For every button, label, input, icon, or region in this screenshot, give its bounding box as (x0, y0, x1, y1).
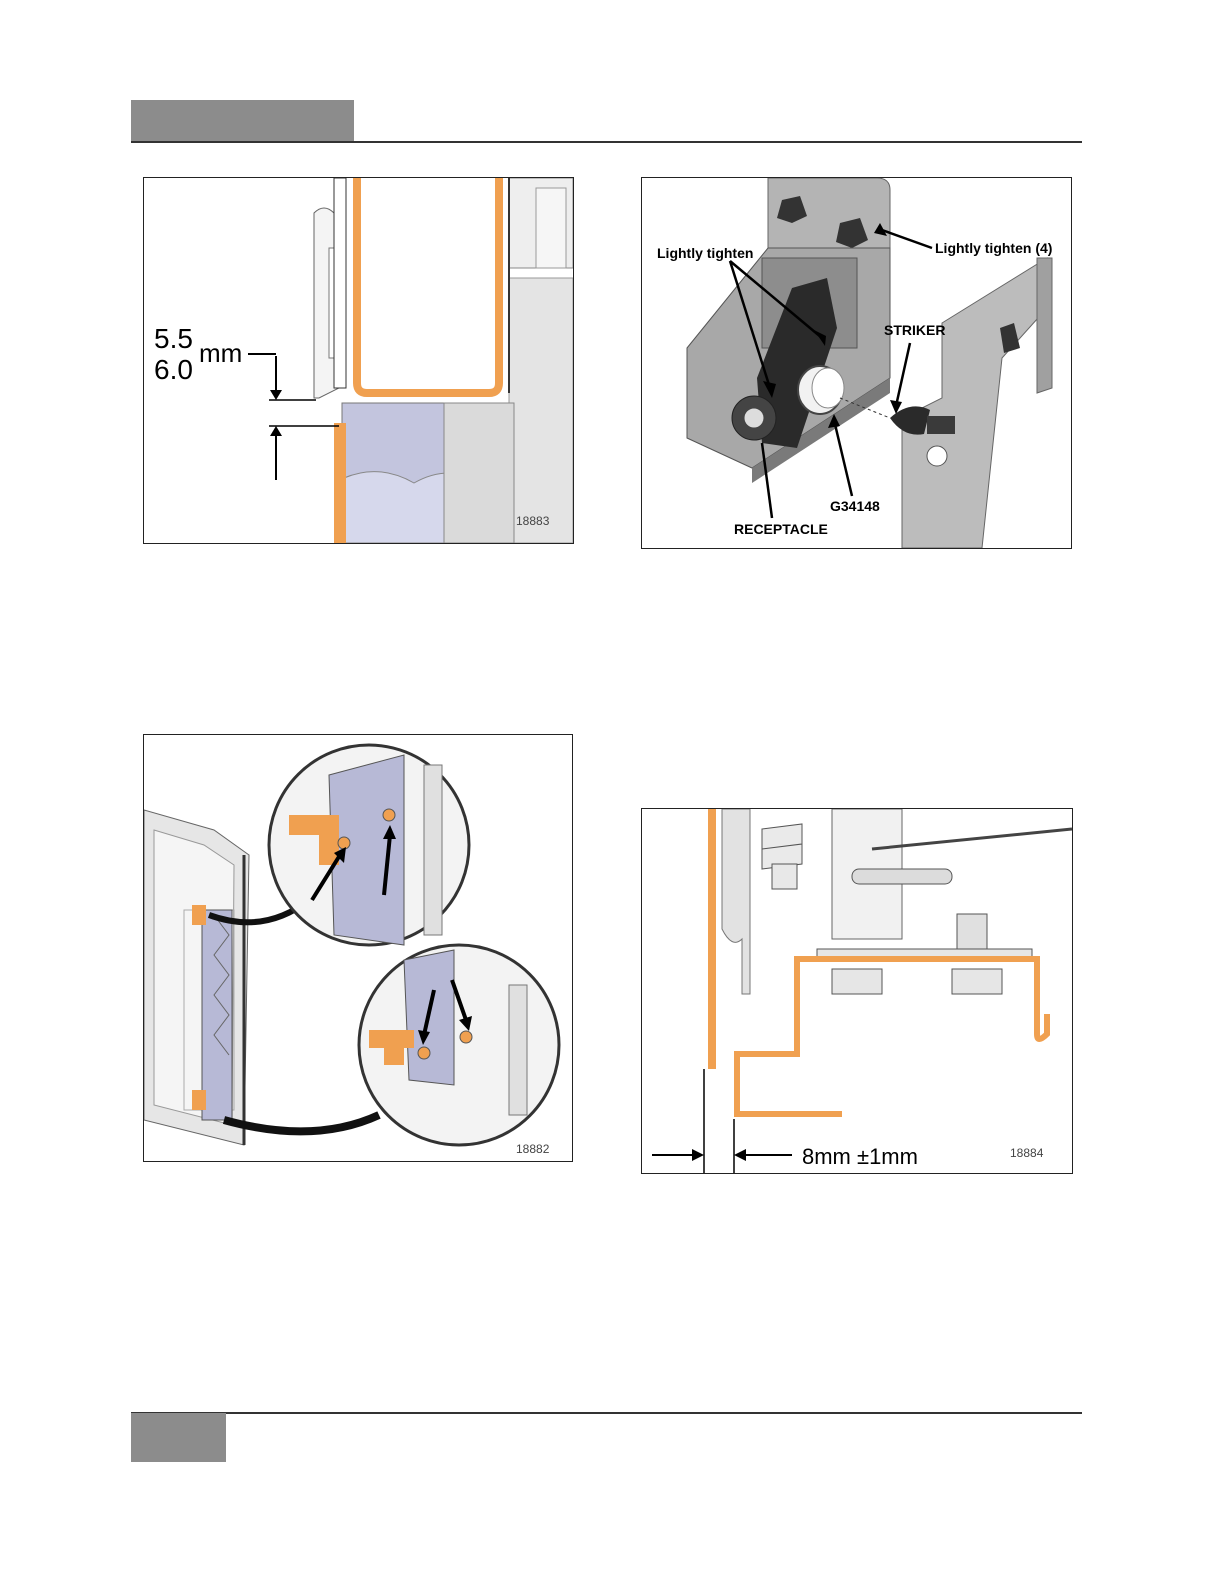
figure-18883: 5.5 6.0 mm 18883 (143, 177, 574, 544)
header-tab (131, 100, 354, 142)
figure-18884: 8mm ±1mm 18884 (641, 808, 1073, 1174)
figure-receptacle-striker: Lightly tighten Lightly tighten (4) STRI… (641, 177, 1072, 549)
label-lightly-tighten: Lightly tighten (657, 245, 753, 261)
header-rule (131, 141, 1082, 143)
figure-number: 18882 (516, 1142, 550, 1156)
figure-number: 18883 (516, 514, 550, 528)
footer-tab (131, 1413, 226, 1462)
figure-18884-drawing: 8mm ±1mm 18884 (642, 809, 1072, 1173)
figure-18883-drawing: 5.5 6.0 mm 18883 (144, 178, 573, 543)
figure-18882-drawing: 18882 (144, 735, 572, 1161)
label-lightly-tighten-4: Lightly tighten (4) (935, 240, 1052, 256)
dim-unit: mm (199, 338, 242, 368)
footer-rule (131, 1412, 1082, 1414)
dim-value-bottom: 6.0 (154, 354, 193, 385)
label-striker: STRIKER (884, 322, 945, 338)
figure-18882: 18882 (143, 734, 573, 1162)
label-receptacle: RECEPTACLE (734, 521, 828, 537)
dim-value-top: 5.5 (154, 323, 193, 354)
figure-number: 18884 (1010, 1146, 1044, 1160)
dimension-label: 8mm ±1mm (802, 1144, 918, 1169)
label-part-number: G34148 (830, 498, 880, 514)
figure-receptacle-drawing: Lightly tighten Lightly tighten (4) STRI… (642, 178, 1071, 548)
